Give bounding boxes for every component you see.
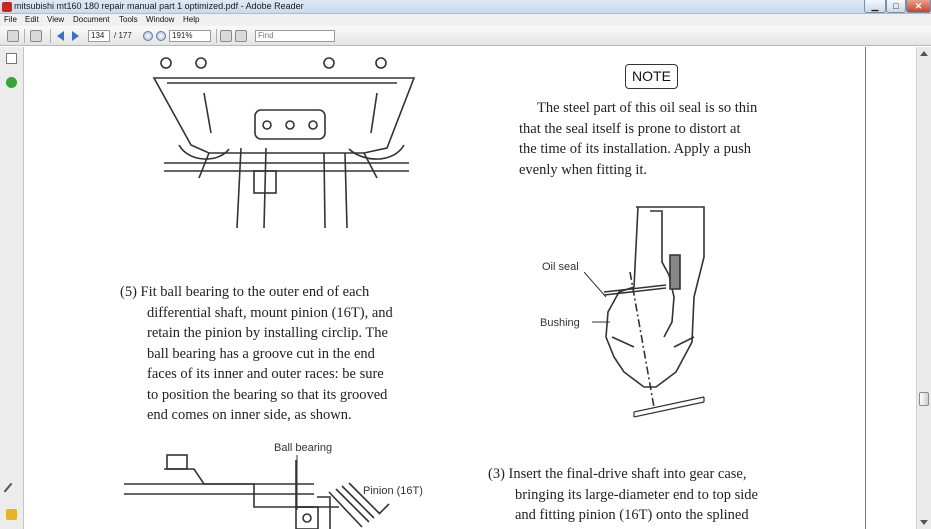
scroll-down-icon[interactable] [920, 520, 928, 525]
paperclip-icon[interactable] [3, 482, 20, 499]
scroll-up-icon[interactable] [920, 51, 928, 56]
zoom-level-input[interactable]: 191% [169, 30, 211, 42]
bearing-leader-lines [296, 455, 298, 510]
step-3-paragraph: (3) Insert the final-drive shaft into ge… [488, 466, 758, 523]
menu-file[interactable]: File [4, 15, 17, 24]
minimize-button[interactable]: ▁ [864, 0, 886, 13]
fit-page-icon[interactable] [220, 30, 232, 42]
menu-window[interactable]: Window [146, 15, 175, 24]
note-label: NOTE [625, 64, 678, 89]
navigation-panel [0, 47, 24, 529]
close-button[interactable]: ✕ [906, 0, 931, 13]
menu-document[interactable]: Document [73, 15, 110, 24]
menu-help[interactable]: Help [183, 15, 200, 24]
page-edge [865, 47, 866, 529]
note-paragraph: The steel part of this oil seal is so th… [519, 100, 758, 178]
oil-seal-leader-line [584, 272, 607, 298]
print-icon[interactable] [7, 30, 19, 42]
window-title: mitsubishi mt160 180 repair manual part … [14, 1, 304, 11]
menu-bar: File Edit View Document Tools Window Hel… [0, 14, 931, 26]
attachments-icon[interactable] [6, 77, 17, 88]
next-page-icon[interactable] [72, 31, 79, 41]
pdf-page: NOTE The steel part of this oil seal is … [24, 47, 916, 529]
oil-seal-label: Oil seal [542, 261, 579, 273]
page-total: / 177 [114, 31, 132, 40]
bushing-leader-line [592, 321, 610, 323]
assembly-diagram-top [152, 57, 416, 229]
maximize-button[interactable]: □ [886, 0, 906, 13]
scroll-thumb[interactable] [919, 392, 929, 406]
vertical-scrollbar[interactable] [916, 47, 931, 529]
zoom-in-icon[interactable] [156, 31, 166, 41]
find-input[interactable]: Find [255, 30, 335, 42]
menu-tools[interactable]: Tools [119, 15, 138, 24]
page-number-input[interactable]: 134 [88, 30, 110, 42]
step-5-paragraph: (5) Fit ball bearing to the outer end of… [120, 284, 393, 423]
ball-bearing-label: Ball bearing [274, 442, 333, 454]
oil-seal-diagram [603, 206, 705, 418]
pages-panel-icon[interactable] [6, 53, 17, 64]
title-bar[interactable]: mitsubishi mt160 180 repair manual part … [0, 0, 931, 14]
fit-width-icon[interactable] [235, 30, 247, 42]
menu-edit[interactable]: Edit [25, 15, 39, 24]
pinion-label: Pinion (16T) [363, 485, 423, 497]
document-icon[interactable] [30, 30, 42, 42]
zoom-out-icon[interactable] [143, 31, 153, 41]
previous-page-icon[interactable] [57, 31, 64, 41]
adobe-reader-icon [2, 2, 12, 12]
toolbar: 134 / 177 191% Find [0, 26, 931, 46]
menu-view[interactable]: View [47, 15, 65, 24]
bushing-label: Bushing [540, 317, 580, 329]
document-view[interactable]: NOTE The steel part of this oil seal is … [24, 47, 916, 529]
bearing-assembly-diagram [124, 454, 390, 529]
comments-icon[interactable] [6, 509, 17, 520]
